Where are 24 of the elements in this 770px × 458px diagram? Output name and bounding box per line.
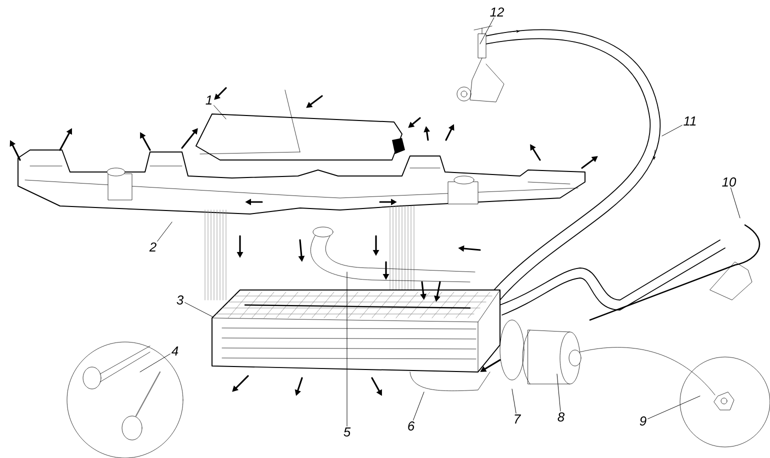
callout-number: 11 — [684, 116, 696, 126]
callout-number: 12 — [490, 7, 504, 17]
callout-number: 8 — [558, 412, 565, 422]
callout-number: 6 — [408, 421, 415, 431]
leader-line — [556, 374, 561, 412]
callout-number: 2 — [149, 242, 156, 252]
callout-number: 10 — [722, 177, 736, 187]
leader-line — [512, 388, 516, 414]
leader-line — [412, 392, 424, 420]
callout-number: 9 — [640, 416, 646, 426]
callout-number: 1 — [206, 96, 212, 104]
leader-line — [662, 124, 682, 136]
leader-line — [184, 302, 214, 318]
leader-line — [346, 272, 348, 427]
leader-line — [480, 17, 494, 44]
leader-line — [140, 354, 170, 372]
leader-line — [730, 188, 740, 218]
leader-line — [648, 396, 700, 420]
callout-number: 7 — [514, 414, 521, 424]
leader-line — [157, 222, 172, 242]
callout-number: 5 — [344, 427, 351, 436]
leader-line — [214, 105, 226, 120]
callout-number: 3 — [176, 295, 184, 305]
callout-number: 4 — [171, 346, 178, 356]
